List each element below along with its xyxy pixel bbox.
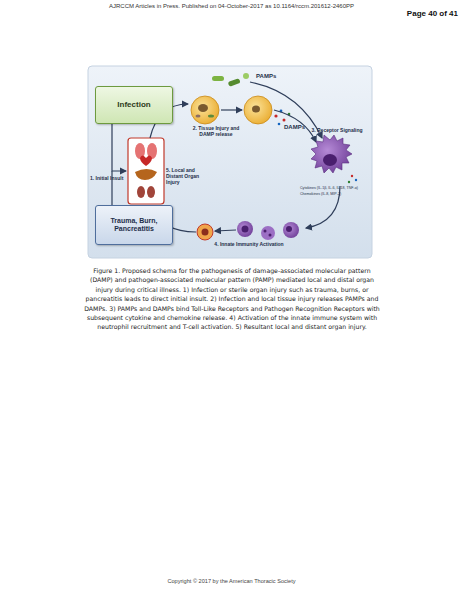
step-label: 4. Innate Immunity Activation <box>214 242 284 248</box>
immune-cell <box>311 135 357 183</box>
step-label: 1. Initial Insult <box>90 176 128 182</box>
flow-arrow <box>215 230 236 231</box>
pamp-label: PAMPs <box>256 73 296 80</box>
step-label: 5. Local and Distant Organ Injury <box>166 168 212 185</box>
cytokine-label: Cytokines (IL-1β, IL-6, IL-18, TNF-α) <box>300 186 370 190</box>
bacteria-icon <box>212 73 249 87</box>
immune-cells <box>197 221 299 240</box>
chemokine-label: Chemokines (IL-8, MIP-2) <box>300 192 370 196</box>
injured-cell <box>191 96 219 124</box>
box-label: Infection <box>114 100 153 110</box>
figure-panel <box>88 66 372 258</box>
step-label: 2. Tissue Injury and DAMP release <box>186 126 246 138</box>
box-label: Trauma, Burn, Pancreatitis <box>96 217 172 234</box>
flow-arrow <box>112 124 126 171</box>
figure-caption: Figure 1. Proposed schema for the pathog… <box>82 266 382 332</box>
page-number: Page 40 of 41 <box>380 9 458 18</box>
copyright-footer: Copyright © 2017 by the American Thoraci… <box>100 578 363 584</box>
box-text-group: Trauma, Burn, Pancreatitis <box>96 217 172 234</box>
step-label: 3. Receptor Signaling <box>304 128 370 134</box>
flow-arrow <box>221 109 242 110</box>
running-header: AJRCCM Articles in Press. Published on 0… <box>60 3 403 10</box>
organ-panel <box>128 138 164 204</box>
source-box: Infection <box>95 86 173 124</box>
box-text-group: Infection <box>114 100 153 110</box>
source-box: Trauma, Burn, Pancreatitis <box>95 205 173 245</box>
damp-release-cell <box>244 96 290 125</box>
